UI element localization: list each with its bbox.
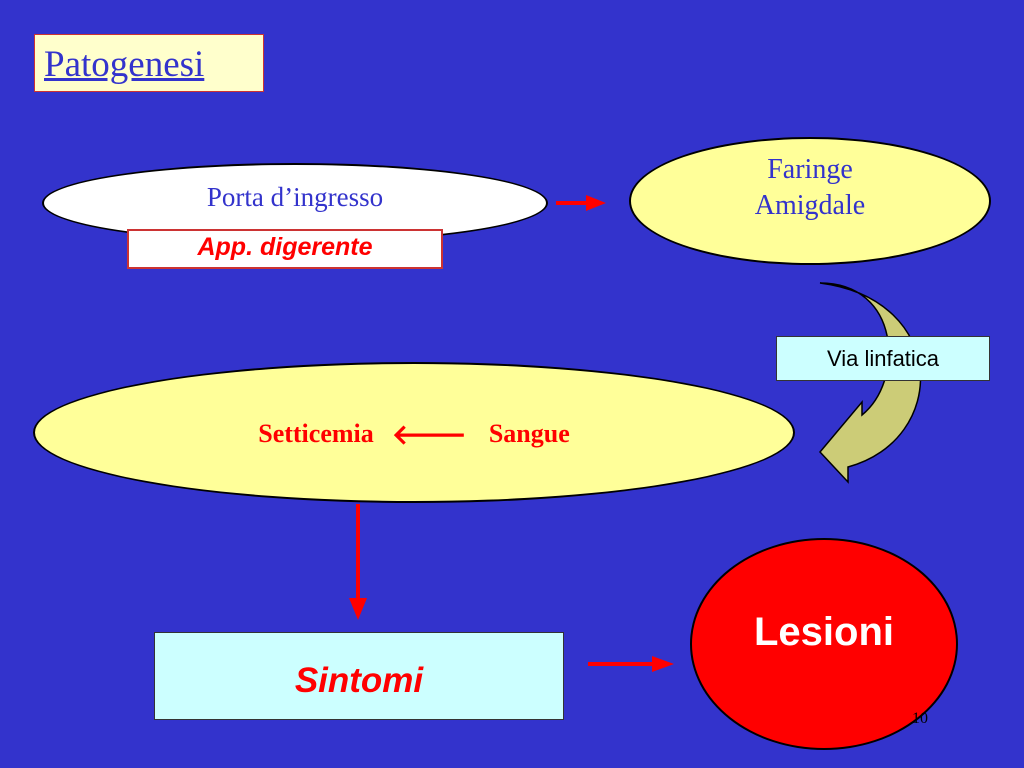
setticemia-ellipse	[33, 362, 795, 503]
left-arrow-icon: 🡐	[391, 418, 467, 451]
faringe-ellipse	[629, 137, 991, 265]
via-linfatica-label: Via linfatica	[826, 345, 940, 371]
setticemia-label: Setticemia	[258, 419, 374, 448]
faringe-label: Faringe Amigdale	[629, 152, 991, 224]
sangue-label: Sangue	[488, 419, 570, 448]
app-digerente-label: App. digerente	[197, 232, 373, 261]
curved-arrow-icon	[818, 282, 922, 484]
app-digerente-box	[127, 229, 443, 269]
lesioni-ellipse	[690, 538, 958, 750]
lesioni-label: Lesioni	[753, 610, 895, 654]
sintomi-box	[154, 632, 564, 720]
arrow-setticemia-to-sintomi	[349, 504, 367, 620]
slide-title: Patogenesi	[44, 44, 205, 85]
arrow-porta-to-faringe	[556, 195, 606, 211]
title-box	[34, 34, 264, 92]
setticemia-sangue-label: Setticemia 🡐 Sangue	[33, 414, 795, 454]
via-linfatica-box	[776, 336, 990, 381]
porta-label: Porta d’ingresso	[206, 182, 384, 212]
amigdale-line: Amigdale	[754, 190, 866, 221]
sintomi-label: Sintomi	[294, 661, 424, 700]
page-number: 10	[912, 710, 928, 727]
faringe-line: Faringe	[767, 154, 853, 185]
arrow-sintomi-to-lesioni	[588, 656, 674, 672]
